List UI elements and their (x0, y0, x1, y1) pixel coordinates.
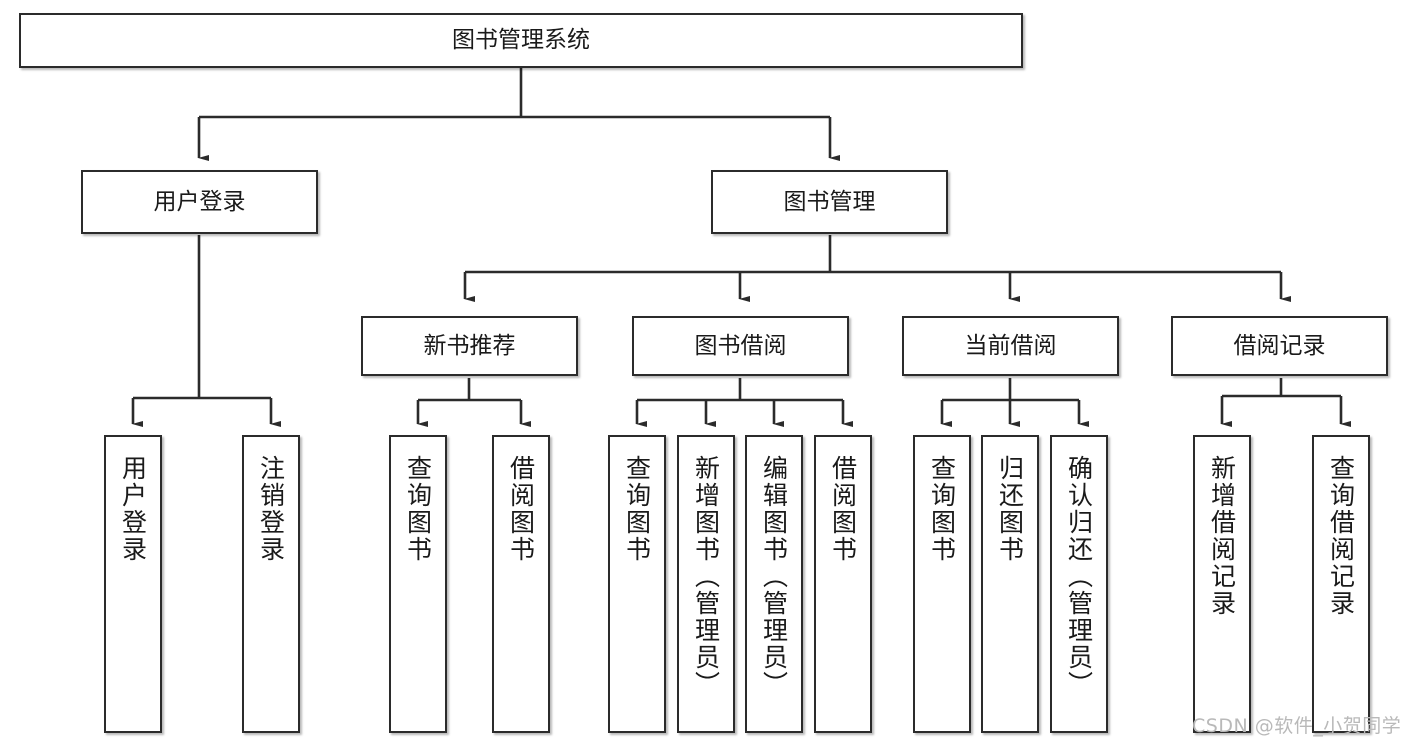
node-leaf-confirm-return[interactable]: 确认归还（管理员） (1050, 435, 1108, 733)
node-leaf-borrow-book-1[interactable]: 借阅图书 (492, 435, 550, 733)
node-leaf-add-book[interactable]: 新增图书（管理员） (677, 435, 735, 733)
node-leaf-query-book-2[interactable]: 查询图书 (608, 435, 666, 733)
node-user-login-label: 用户登录 (153, 188, 246, 215)
node-leaf-edit-book[interactable]: 编辑图书（管理员） (745, 435, 803, 733)
node-leaf-query-book-1[interactable]: 查询图书 (389, 435, 447, 733)
node-borrow-record-label: 借阅记录 (1233, 332, 1326, 359)
node-new-book-recommend-label: 新书推荐 (423, 332, 516, 359)
node-leaf-edit-book-label: 编辑图书（管理员） (759, 455, 789, 698)
node-current-borrow-label: 当前借阅 (964, 332, 1057, 359)
node-current-borrow[interactable]: 当前借阅 (902, 316, 1119, 376)
node-leaf-add-record-label: 新增借阅记录 (1207, 455, 1237, 617)
node-root[interactable]: 图书管理系统 (19, 13, 1023, 68)
node-leaf-query-book-3-label: 查询图书 (927, 455, 957, 563)
node-leaf-borrow-book-1-label: 借阅图书 (506, 455, 536, 563)
node-leaf-logout-label: 注销登录 (256, 455, 286, 563)
node-leaf-borrow-book-2[interactable]: 借阅图书 (814, 435, 872, 733)
node-leaf-return-book-label: 归还图书 (995, 455, 1025, 563)
node-leaf-logout[interactable]: 注销登录 (242, 435, 300, 733)
node-leaf-query-book-1-label: 查询图书 (403, 455, 433, 563)
node-user-login[interactable]: 用户登录 (81, 170, 318, 234)
node-book-borrow[interactable]: 图书借阅 (632, 316, 849, 376)
node-book-management[interactable]: 图书管理 (711, 170, 948, 234)
node-leaf-add-book-label: 新增图书（管理员） (691, 455, 721, 698)
node-new-book-recommend[interactable]: 新书推荐 (361, 316, 578, 376)
node-leaf-query-book-2-label: 查询图书 (622, 455, 652, 563)
watermark: CSDN @软件_小贺同学 (1192, 715, 1402, 737)
node-leaf-borrow-book-2-label: 借阅图书 (828, 455, 858, 563)
node-book-management-label: 图书管理 (783, 188, 876, 215)
node-leaf-query-book-3[interactable]: 查询图书 (913, 435, 971, 733)
node-leaf-query-record[interactable]: 查询借阅记录 (1312, 435, 1370, 733)
node-borrow-record[interactable]: 借阅记录 (1171, 316, 1388, 376)
node-leaf-return-book[interactable]: 归还图书 (981, 435, 1039, 733)
node-leaf-add-record[interactable]: 新增借阅记录 (1193, 435, 1251, 733)
node-leaf-confirm-return-label: 确认归还（管理员） (1064, 455, 1094, 698)
node-book-borrow-label: 图书借阅 (694, 332, 787, 359)
node-leaf-user-login-label: 用户登录 (118, 455, 148, 563)
node-leaf-query-record-label: 查询借阅记录 (1326, 455, 1356, 617)
node-leaf-user-login[interactable]: 用户登录 (104, 435, 162, 733)
node-root-label: 图书管理系统 (452, 27, 590, 54)
